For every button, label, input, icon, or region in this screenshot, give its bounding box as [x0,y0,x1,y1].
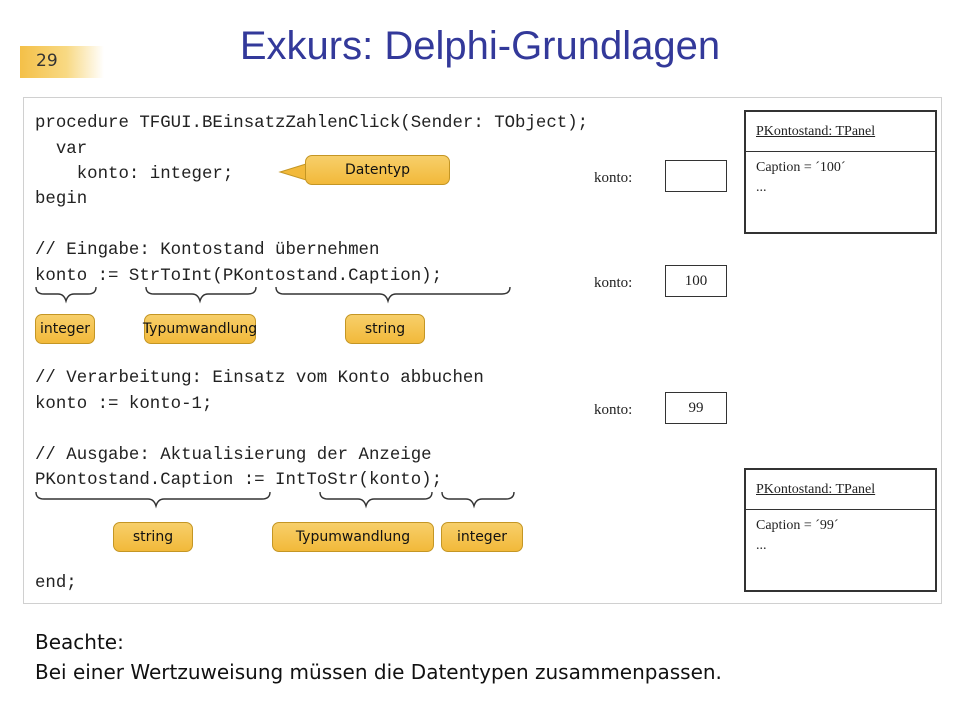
object-caption: Caption = ´100´ [756,160,846,175]
object-more: ... [756,180,767,195]
callout-integer-2: integer [441,522,523,552]
konto-value-3: 99 [665,392,727,424]
konto-label-3: konto: [594,402,633,418]
brace-typumwandlung-1 [145,286,257,304]
code-line-var: var [35,140,88,159]
object-box-before: PKontostand: TPanel Caption = ´100´ ... [744,110,937,234]
konto-value-1 [665,160,727,192]
note-text: Bei einer Wertzuweisung müssen die Daten… [35,660,722,684]
object-more: ... [756,538,767,553]
callout-typumwandlung-1: Typumwandlung [143,314,257,344]
brace-typumwandlung-2 [319,491,433,509]
object-name: PKontostand: TPanel [746,112,935,152]
slide-number: 29 [36,51,58,71]
object-caption: Caption = ´99´ [756,518,839,533]
konto-value-2: 100 [665,265,727,297]
object-name: PKontostand: TPanel [746,470,935,510]
code-line-comment-process: // Verarbeitung: Einsatz vom Konto abbuc… [35,369,484,388]
code-line-comment-input: // Eingabe: Kontostand übernehmen [35,241,380,260]
callout-string-1: string [345,314,425,344]
konto-label-2: konto: [594,275,633,291]
callout-integer-1: integer [35,314,95,344]
code-line-begin: begin [35,190,88,209]
brace-string-2 [35,491,271,509]
code-line-procedure: procedure TFGUI.BEinsatzZahlenClick(Send… [35,114,589,133]
code-line-process-assign: konto := konto-1; [35,395,213,414]
code-line-output-assign: PKontostand.Caption := IntToStr(konto); [35,471,443,490]
note-heading: Beachte: [35,630,124,654]
slide-title: Exkurs: Delphi-Grundlagen [239,24,721,68]
callout-pointer [278,163,307,181]
brace-integer-2 [441,491,515,509]
code-line-end: end; [35,574,77,593]
code-line-comment-output: // Ausgabe: Aktualisierung der Anzeige [35,446,432,465]
object-box-after: PKontostand: TPanel Caption = ´99´ ... [744,468,937,592]
callout-typumwandlung-2: Typumwandlung [272,522,434,552]
konto-label-1: konto: [594,170,633,186]
slide-number-badge: 29 [20,46,104,78]
code-line-declaration: konto: integer; [35,165,234,184]
code-line-input-assign: konto := StrToInt(PKontostand.Caption); [35,267,443,286]
brace-string-1 [275,286,511,304]
callout-string-2: string [113,522,193,552]
callout-datentyp: Datentyp [305,155,450,185]
brace-integer-1 [35,286,97,304]
